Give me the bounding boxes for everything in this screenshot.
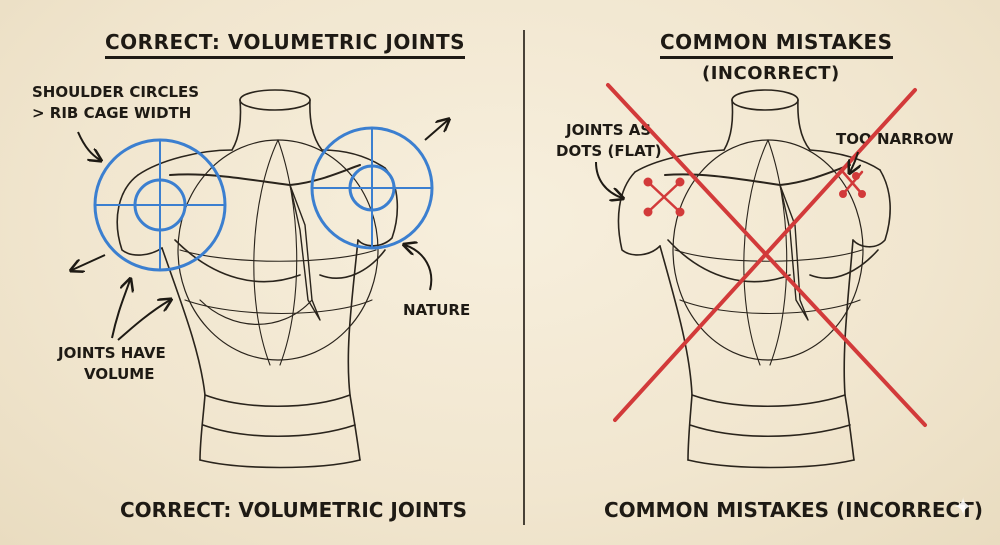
sparkle-icon: ✦ <box>952 493 974 521</box>
right-subtitle: (INCORRECT) <box>702 63 840 84</box>
right-torso-sketch <box>617 89 891 469</box>
right-caption: COMMON MISTAKES (INCORRECT) <box>604 498 983 522</box>
right-title: COMMON MISTAKES <box>660 30 893 59</box>
left-title: CORRECT: VOLUMETRIC JOINTS <box>105 30 466 59</box>
left-caption: CORRECT: VOLUMETRIC JOINTS <box>120 498 468 522</box>
left-torso-sketch <box>116 89 399 469</box>
right-panel-arrows <box>595 151 858 198</box>
note-nature: NATURE <box>403 301 471 319</box>
left-shoulder-joint-circles <box>93 126 434 272</box>
note-joints-dots-line2: DOTS (FLAT) <box>556 142 662 160</box>
note-shoulder-circles-line1: SHOULDER CIRCLES <box>32 83 200 101</box>
note-joints-volume-line2: VOLUME <box>84 365 155 383</box>
left-panel-arrows <box>72 120 448 341</box>
panel-divider <box>523 30 525 525</box>
right-mistake-marks <box>606 83 927 427</box>
note-shoulder-circles-line2: > RIB CAGE WIDTH <box>32 104 192 122</box>
note-joints-dots-line1: JOINTS AS <box>566 121 652 139</box>
note-joints-volume-line1: JOINTS HAVE <box>58 344 166 362</box>
